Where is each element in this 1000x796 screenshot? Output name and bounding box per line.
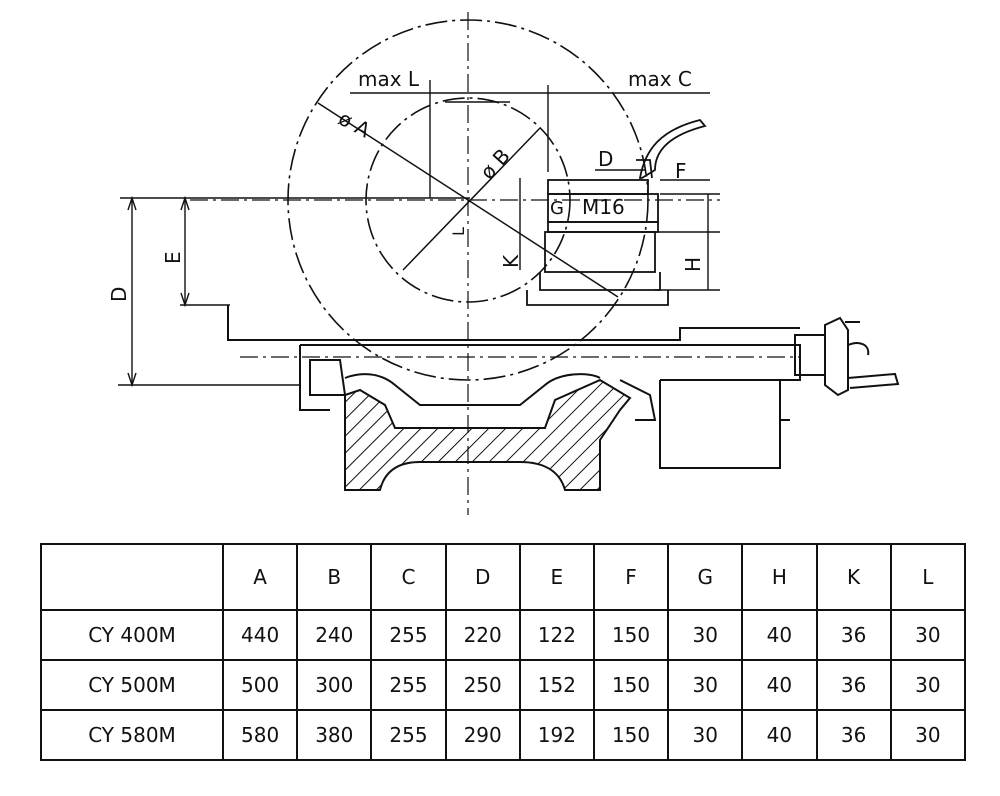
table-cell: 30 — [667, 709, 744, 761]
label-f: F — [675, 159, 687, 183]
table-cell: 30 — [667, 609, 744, 661]
label-dia-a: ø A — [334, 106, 374, 142]
table-cell: 30 — [667, 659, 744, 711]
left-dimensions — [118, 195, 470, 388]
dimensions-table: A B C D E F G H K L CY 400M 440 240 255 … — [40, 543, 967, 761]
base-section — [344, 378, 632, 491]
label-g: G — [550, 198, 564, 219]
label-max-c: max C — [628, 67, 692, 91]
table-cell: 500 — [221, 659, 299, 711]
label-l: L — [449, 227, 468, 236]
table-header-cell: C — [370, 543, 447, 611]
table-header-cell: E — [518, 543, 595, 611]
table-cell: 255 — [370, 659, 447, 711]
table-header-cell: A — [221, 543, 299, 611]
table-cell: 40 — [741, 659, 818, 711]
table-row: CY 500M 500 300 255 250 152 150 30 40 36… — [40, 659, 967, 711]
right-dimensions — [519, 169, 720, 291]
circle-dia-b — [365, 97, 571, 303]
table-cell: 255 — [370, 709, 447, 761]
table-cell: 40 — [741, 609, 818, 661]
table-cell: 36 — [815, 709, 892, 761]
table-cell: 250 — [444, 659, 521, 711]
table-header-cell: G — [667, 543, 744, 611]
table-cell: 580 — [221, 709, 299, 761]
table-cell: 240 — [296, 609, 373, 661]
rotary-table-body — [227, 305, 801, 469]
table-cell: 192 — [518, 709, 595, 761]
table-cell: 150 — [592, 659, 670, 711]
table-cell: 290 — [444, 709, 521, 761]
table-header-cell: L — [889, 543, 967, 611]
table-cell: 40 — [741, 709, 818, 761]
table-cell: 440 — [221, 609, 299, 661]
table-row: CY 580M 580 380 255 290 192 150 30 40 36… — [40, 709, 967, 761]
label-d-left: D — [107, 287, 131, 302]
label-h: H — [681, 257, 705, 272]
label-dia-b: ø B — [475, 144, 514, 184]
technical-drawing: max L max C ø A ø B D F G M16 L K E D H — [107, 12, 900, 515]
table-cell: 220 — [444, 609, 521, 661]
label-e: E — [161, 251, 185, 264]
table-cell: 36 — [815, 609, 892, 661]
table-header-cell: D — [444, 543, 521, 611]
table-header-cell: F — [592, 543, 670, 611]
clamp-assembly — [526, 118, 707, 306]
table-header-cell: H — [741, 543, 818, 611]
table-cell: 152 — [518, 659, 595, 711]
table-corner-cell — [40, 543, 224, 611]
model-name-cell: CY 580M — [40, 709, 224, 761]
model-name-cell: CY 500M — [40, 659, 224, 711]
label-k: K — [499, 254, 523, 268]
table-cell: 255 — [370, 609, 447, 661]
top-dimensions — [350, 80, 710, 198]
table-cell: 150 — [592, 609, 670, 661]
circle-dia-a — [287, 19, 649, 381]
label-max-l: max L — [358, 67, 420, 91]
table-cell: 30 — [889, 709, 967, 761]
table-cell: 380 — [296, 709, 373, 761]
label-m16: M16 — [582, 195, 625, 219]
table-header-row: A B C D E F G H K L — [40, 543, 967, 611]
table-cell: 300 — [296, 659, 373, 711]
model-name-cell: CY 400M — [40, 609, 224, 661]
diameter-lines — [317, 102, 619, 298]
table-cell: 30 — [889, 609, 967, 661]
crank-handle — [794, 316, 900, 397]
table-header-cell: K — [815, 543, 892, 611]
table-cell: 36 — [815, 659, 892, 711]
table-cell: 122 — [518, 609, 595, 661]
table-header-cell: B — [296, 543, 373, 611]
table-cell: 30 — [889, 659, 967, 711]
label-d-top: D — [598, 147, 613, 171]
table-cell: 150 — [592, 709, 670, 761]
table-row: CY 400M 440 240 255 220 122 150 30 40 36… — [40, 609, 967, 661]
